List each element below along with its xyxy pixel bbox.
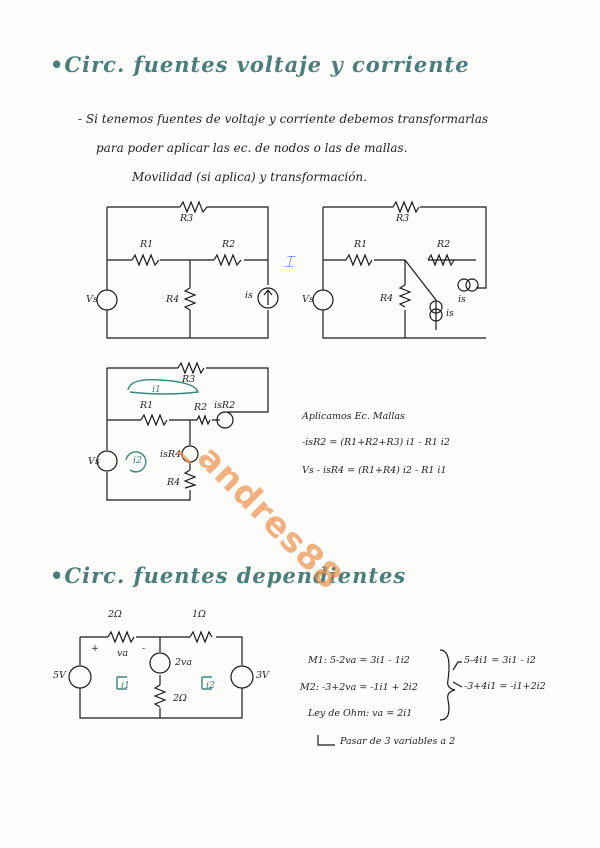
c4-i2-label: i2 <box>206 680 216 691</box>
mesh-eq-2: Vs - isR4 = (R1+R4) i2 - R1 i1 <box>302 465 447 476</box>
dep-eq-m1: M1: 5-2va = 3i1 - 1i2 <box>308 655 410 666</box>
c4-vs2-label: 3V <box>256 670 269 681</box>
c3-r4-label: R4 <box>167 477 181 488</box>
equivalence-icon: ⌶ <box>284 252 294 271</box>
c1-vs-label: Vs <box>86 294 98 305</box>
c3-r1-label: R1 <box>140 400 154 411</box>
dep-eq-ohm: Ley de Ohm: va = 2i1 <box>308 708 413 719</box>
c3-vs-label: Vs <box>88 456 100 467</box>
dep-eq-r1: 5-4i1 = 3i1 - i2 <box>464 655 536 666</box>
c3-i2-label: i2 <box>133 455 143 466</box>
text-line-1: - Si tenemos fuentes de voltaje y corrie… <box>78 112 489 126</box>
c2-is-top-label: is <box>458 294 466 305</box>
c4-i1-label: i1 <box>121 680 131 691</box>
c1-r3-label: R3 <box>180 213 194 224</box>
c2-vs-label: Vs <box>302 294 314 305</box>
c1-r2-label: R2 <box>222 239 236 250</box>
section-title-dependent: •Circ. fuentes dependientes <box>50 563 407 588</box>
c1-is-label: is <box>245 290 253 301</box>
text-line-2: para poder aplicar las ec. de nodos o la… <box>96 141 408 155</box>
c3-r2-label: R2 <box>194 402 208 413</box>
c3-i1-label: i1 <box>152 384 162 395</box>
c4-minus: - <box>142 643 146 654</box>
c4-r2-label: 1Ω <box>192 609 206 620</box>
section-title-sources: •Circ. fuentes voltaje y corriente <box>50 52 470 77</box>
c4-plus: + <box>91 643 99 654</box>
dep-eq-m2: M2: -3+2va = -1i1 + 2i2 <box>300 682 418 693</box>
c3-src-mid-label: isR4 <box>160 449 182 460</box>
mesh-title: Aplicamos Ec. Mallas <box>302 411 405 422</box>
c1-r4-label: R4 <box>166 294 180 305</box>
text-line-3: Movilidad (si aplica) y transformación. <box>132 170 367 184</box>
dep-eq-r2: -3+4i1 = -i1+2i2 <box>464 681 546 692</box>
mesh-eq-1: -isR2 = (R1+R2+R3) i1 - R1 i2 <box>302 437 450 448</box>
dep-note: Pasar de 3 variables a 2 <box>340 736 456 747</box>
c2-is-bot-label: is <box>446 308 454 319</box>
c4-r1-label: 2Ω <box>108 609 122 620</box>
c3-r3-label: R3 <box>182 374 196 385</box>
c4-dep-label: 2va <box>175 657 193 668</box>
c2-r4-label: R4 <box>380 293 394 304</box>
c2-r2-label: R2 <box>437 239 451 250</box>
c4-vs1-label: 5V <box>53 670 66 681</box>
c4-r3-label: 2Ω <box>173 693 187 704</box>
c1-r1-label: R1 <box>140 239 154 250</box>
c3-src-top-label: isR2 <box>214 400 236 411</box>
c2-r3-label: R3 <box>396 213 410 224</box>
c2-r1-label: R1 <box>354 239 368 250</box>
c4-va-label: va <box>117 648 129 659</box>
